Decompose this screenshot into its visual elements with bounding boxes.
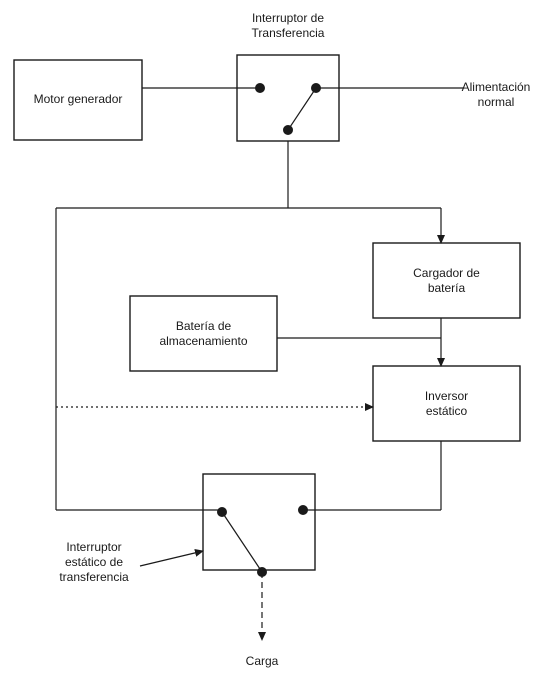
transfer-switch-blade (287, 87, 317, 131)
static-transfer-switch-label-line-2: estático de (64, 555, 124, 569)
storage-battery-box (129, 295, 278, 372)
static-inverter-box (372, 365, 521, 442)
static-transfer-switch-label: Interruptor estático de transferencia (44, 540, 144, 585)
battery-charger-label-line-2: batería (427, 281, 466, 295)
normal-power-label-line-2: normal (477, 95, 515, 109)
static-switch-contact-right (298, 505, 308, 515)
storage-battery-label-line-2: almacenamiento (159, 334, 248, 348)
static-transfer-switch-box (202, 473, 316, 571)
normal-power-label-line-1: Alimentación (461, 80, 531, 94)
motor-generator-label: Motor generador (33, 92, 123, 106)
transfer-switch-label: Interruptor de Transferencia (223, 11, 353, 41)
static-inverter-label-line-2: estático (425, 404, 468, 418)
battery-charger-box (372, 242, 521, 319)
storage-battery-label-line-1: Batería de (175, 319, 232, 333)
normal-power-label: Alimentación normal (446, 80, 546, 110)
motor-generator-box (13, 59, 143, 141)
static-inverter-label-line-1: Inversor (424, 389, 469, 403)
storage-battery-label: Batería de almacenamiento (130, 319, 277, 349)
static-transfer-switch-label-line-1: Interruptor (66, 540, 122, 554)
static-switch-blade (221, 511, 263, 573)
battery-charger-label: Cargador de batería (373, 266, 520, 296)
static-switch-label-pointer (139, 548, 204, 567)
static-transfer-switch-label-line-3: transferencia (59, 570, 129, 584)
static-inverter-label: Inversor estático (373, 389, 520, 419)
battery-charger-label-line-1: Cargador de (413, 266, 480, 280)
transfer-switch-label-line-1: Interruptor de (251, 11, 325, 25)
load-label: Carga (245, 654, 279, 668)
transfer-switch-label-line-2: Transferencia (251, 26, 325, 40)
transfer-switch-contact-left (255, 83, 265, 93)
